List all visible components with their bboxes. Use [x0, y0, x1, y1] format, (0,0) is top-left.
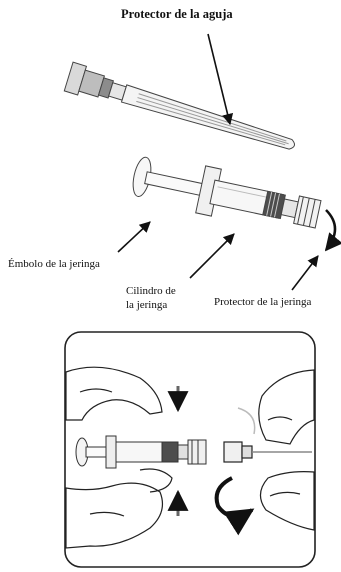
plunger-label: Émbolo de la jeringa	[8, 258, 100, 270]
barrel-label-line2: la jeringa	[126, 299, 168, 311]
held-syringe-drawing	[75, 435, 207, 469]
left-hand-drawing	[65, 366, 173, 549]
needle-protector-drawing	[63, 61, 295, 150]
syringe-drawing	[132, 156, 341, 252]
needle-protector-label: Protector de la aguja	[121, 7, 233, 21]
syringe-protector-label: Protector de la jeringa	[214, 296, 312, 308]
right-hand-drawing	[223, 369, 315, 531]
twist-arrow	[214, 476, 255, 536]
instruction-panel	[64, 331, 316, 568]
barrel-arrow	[189, 233, 235, 279]
barrel-label-line1: Cilindro de	[126, 285, 176, 297]
plunger-arrow	[117, 221, 151, 253]
needle-protector-arrow	[207, 33, 234, 126]
syringe-protector-arrow	[291, 255, 319, 291]
